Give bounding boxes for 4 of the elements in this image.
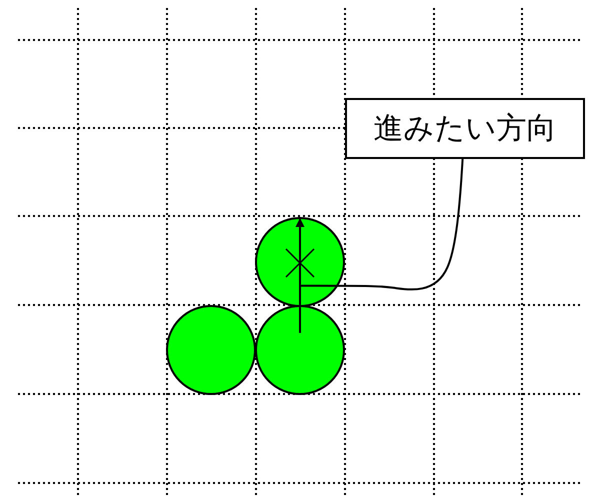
callout-text: 進みたい方向: [374, 114, 556, 144]
callout-box: [345, 98, 585, 159]
arrow: [296, 218, 304, 333]
leader-line: [299, 158, 464, 290]
